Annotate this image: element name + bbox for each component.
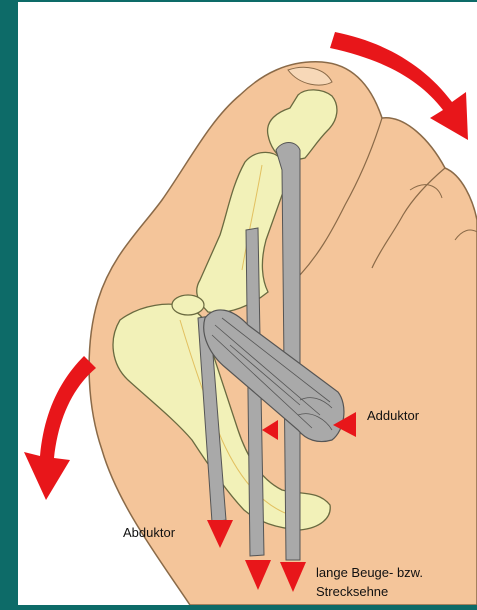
- abduktor-label: Abduktor: [123, 525, 176, 540]
- sesamoid-bone: [172, 295, 204, 315]
- adduktor-label: Adduktor: [367, 408, 420, 423]
- tendon-label-line2: Strecksehne: [316, 584, 388, 599]
- tendon-label-line1: lange Beuge- bzw.: [316, 565, 423, 580]
